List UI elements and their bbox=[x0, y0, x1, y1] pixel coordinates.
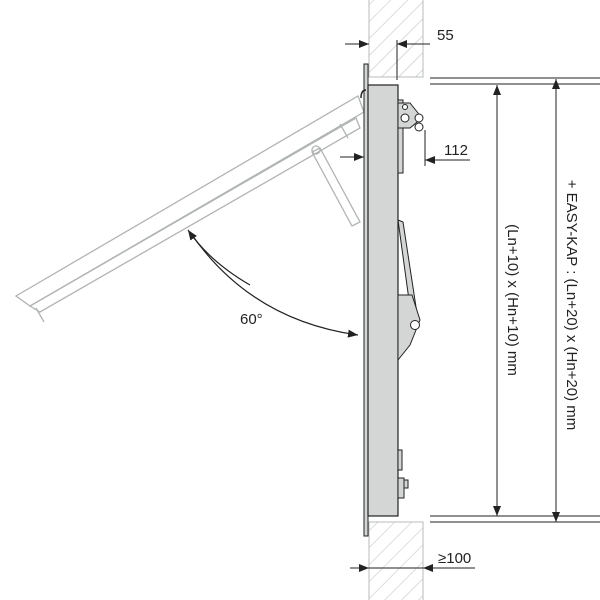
angle-arc bbox=[189, 231, 359, 338]
wall-min-label: ≥100 bbox=[438, 550, 471, 567]
wall-bottom bbox=[368, 521, 424, 600]
panel-body bbox=[367, 84, 399, 517]
outer-size-label: + EASY-KAP : (Ln+20) x (Hn+20) mm bbox=[563, 180, 580, 431]
panel-frame-plate bbox=[363, 63, 369, 537]
dimension-112 bbox=[340, 130, 470, 166]
wall-top bbox=[368, 0, 424, 78]
dimension-112-label: 112 bbox=[444, 142, 468, 159]
angle-label: 60° bbox=[240, 311, 263, 328]
dimension-55-label: 55 bbox=[437, 27, 454, 44]
dimension-55 bbox=[345, 40, 430, 80]
gas-strut-lid bbox=[311, 145, 361, 227]
hinge bbox=[397, 99, 424, 174]
lock bbox=[397, 449, 409, 499]
lid-latch bbox=[360, 89, 367, 99]
angle-arc-start bbox=[187, 229, 251, 286]
reference-lines bbox=[430, 77, 600, 523]
open-lid bbox=[14, 95, 365, 323]
gas-strut-inner bbox=[397, 219, 421, 362]
inner-size-label: (Ln+10) x (Hn+10) mm bbox=[504, 224, 521, 376]
